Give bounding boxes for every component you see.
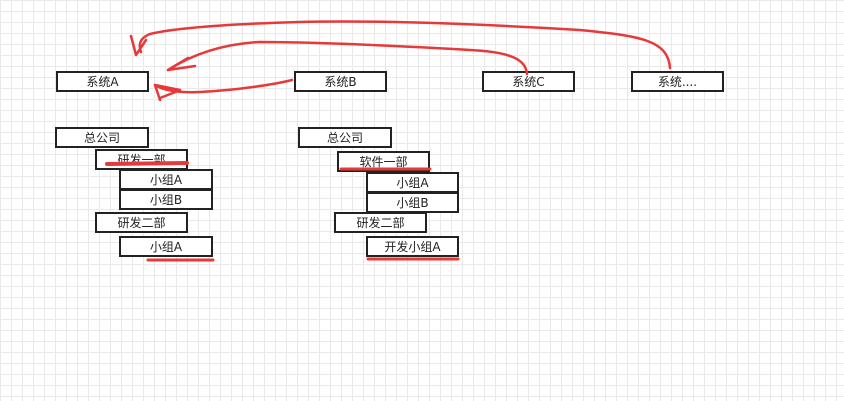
left-group-b-label: 小组B — [149, 192, 183, 207]
left-dept1-label: 研发一部 — [117, 152, 166, 167]
left-group-b-node: 小组B — [119, 189, 213, 210]
left-dept2-node: 研发二部 — [95, 212, 188, 233]
right-group-b-label: 小组B — [396, 195, 429, 210]
arrow-from-system-c — [166, 40, 529, 76]
right-dept1-node: 软件一部 — [337, 151, 430, 172]
left-dept2-group-a-node: 小组A — [119, 236, 213, 257]
left-dept2-group-a-label: 小组A — [149, 239, 183, 254]
arrow-from-system-b — [153, 78, 294, 94]
arrow-from-system-more — [138, 20, 672, 70]
arrow-from-system-b-head-tail — [158, 89, 180, 100]
system-a-label: 系统A — [86, 74, 119, 89]
system-b-label: 系统B — [324, 74, 357, 89]
system-b-box: 系统B — [294, 71, 387, 92]
right-group-a-label: 小组A — [396, 175, 429, 190]
right-root-node: 总公司 — [298, 127, 392, 148]
system-c-label: 系统C — [512, 74, 545, 89]
arrow-from-system-c-head — [166, 56, 197, 72]
left-root-label: 总公司 — [83, 130, 120, 145]
left-group-a-node: 小组A — [119, 169, 213, 190]
right-dept2-node: 研发二部 — [334, 212, 427, 233]
left-root-node: 总公司 — [55, 127, 149, 148]
right-dept2-group-a-label: 开发小组A — [384, 239, 441, 254]
system-more-label: 系统.... — [657, 74, 698, 89]
system-a-box: 系统A — [56, 71, 149, 92]
system-more-box: 系统.... — [631, 71, 724, 92]
right-dept2-label: 研发二部 — [356, 215, 405, 230]
right-group-b-node: 小组B — [366, 192, 459, 213]
left-group-a-label: 小组A — [149, 172, 183, 187]
right-dept2-group-a-node: 开发小组A — [366, 236, 459, 257]
system-c-box: 系统C — [482, 71, 575, 92]
right-root-label: 总公司 — [326, 130, 363, 145]
right-dept1-label: 软件一部 — [359, 154, 408, 169]
arrow-from-system-more-head — [129, 34, 148, 57]
arrow-from-system-b-head — [153, 83, 182, 102]
right-group-a-node: 小组A — [366, 172, 459, 193]
left-dept2-label: 研发二部 — [117, 215, 166, 230]
left-dept1-node: 研发一部 — [95, 149, 188, 170]
